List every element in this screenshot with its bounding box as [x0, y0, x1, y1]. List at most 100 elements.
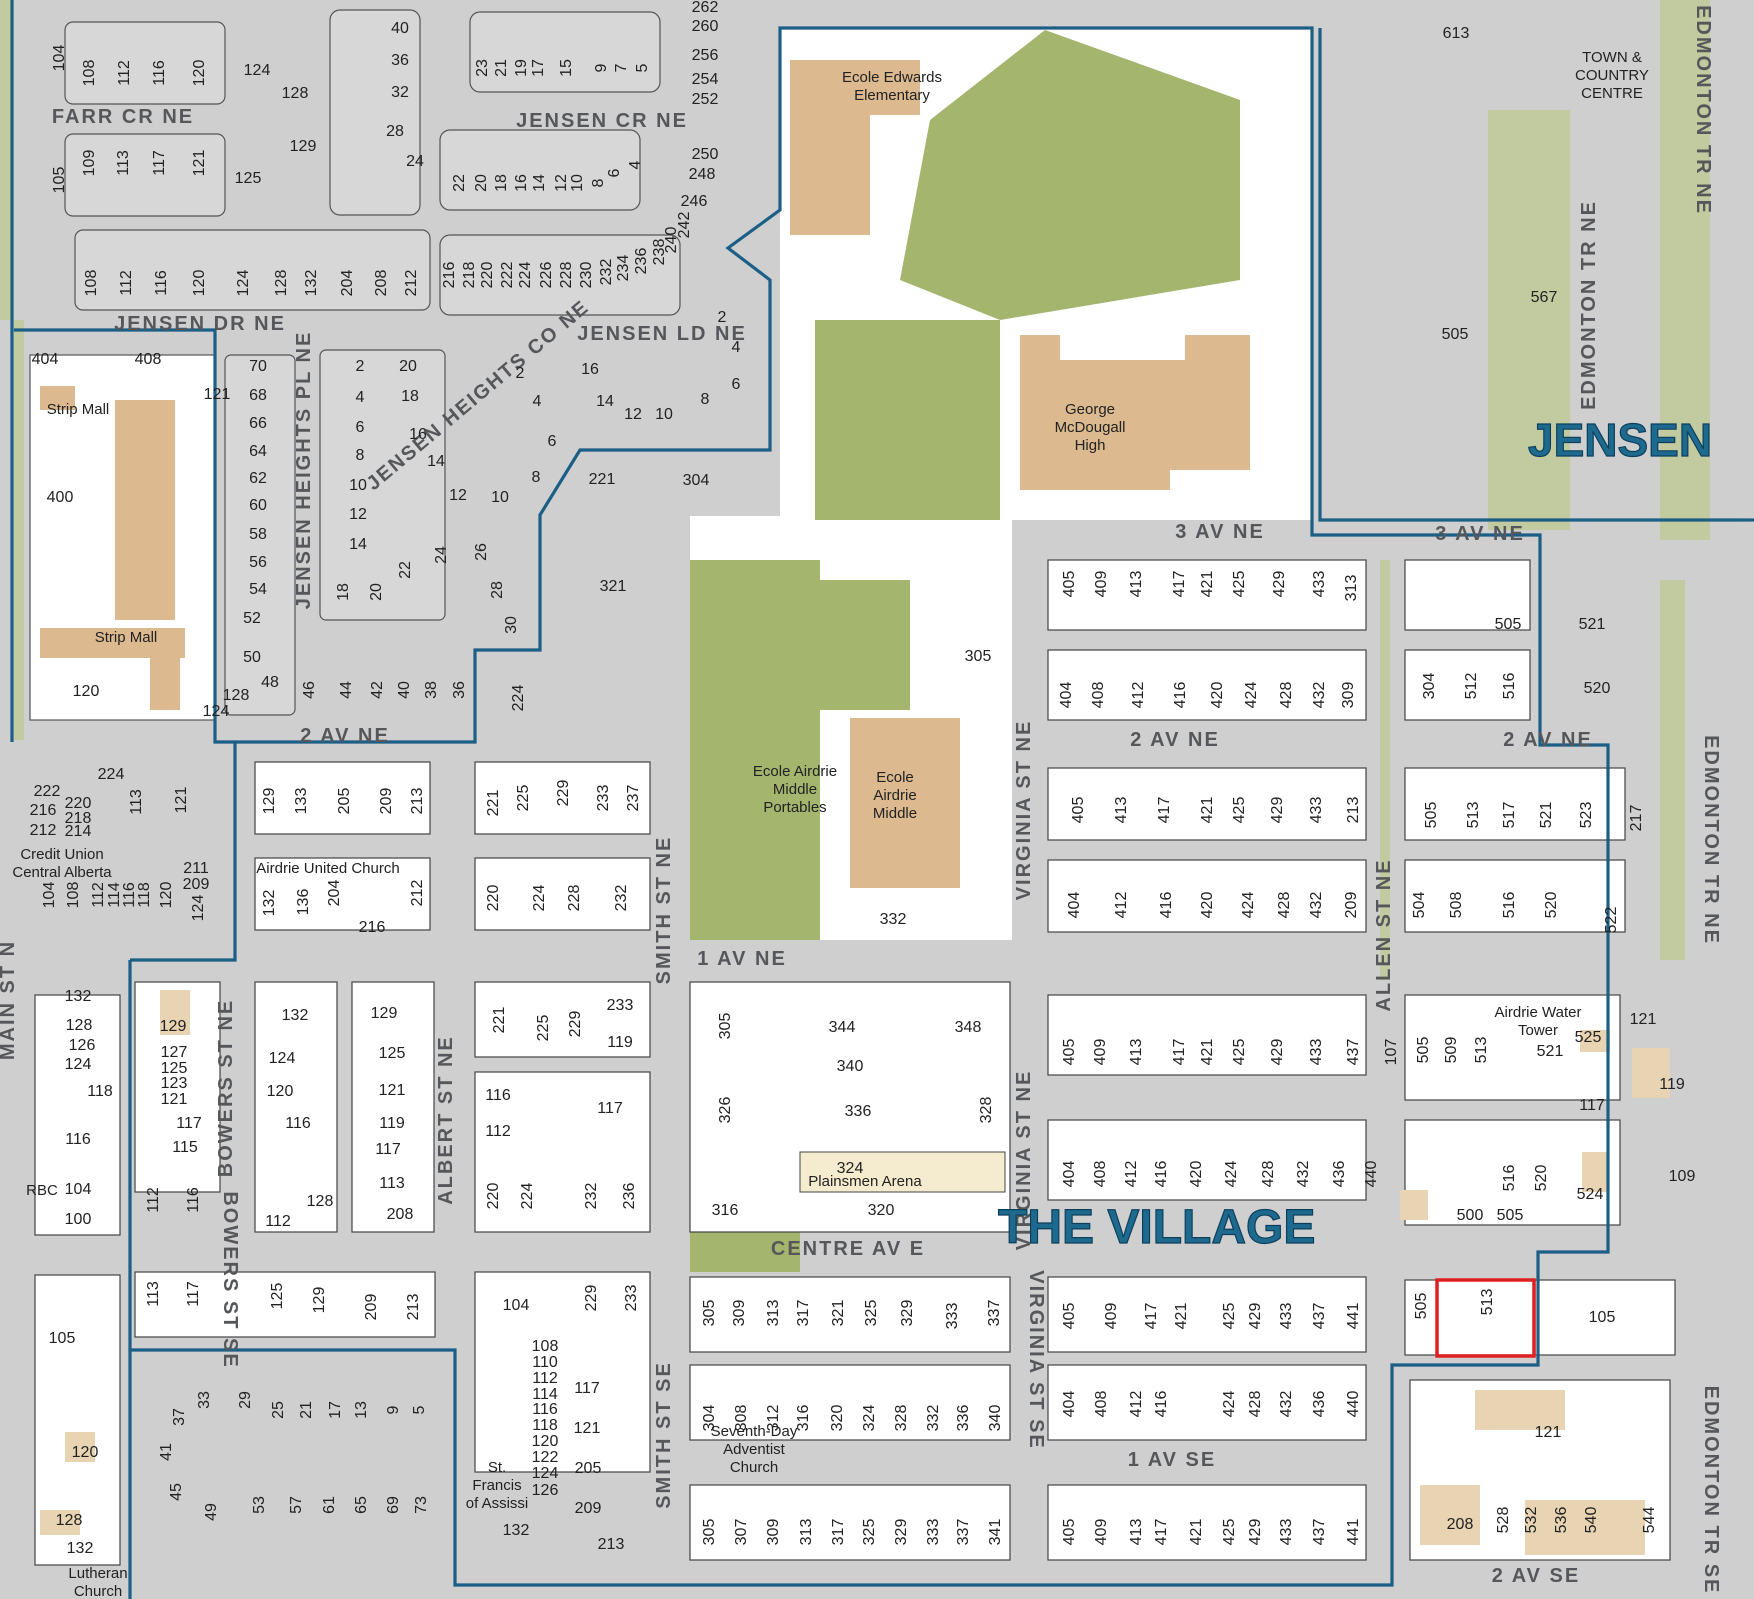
street-label-bowers-st: BOWERS ST NE: [215, 999, 237, 1177]
lot-number: 513: [1473, 1037, 1490, 1064]
lot-number: 132: [67, 1540, 94, 1557]
lot-number: 221: [491, 1007, 508, 1034]
village-blocks: [34, 559, 1676, 1566]
lot-number: 312: [765, 1405, 782, 1432]
lot-number: 432: [1278, 1391, 1295, 1418]
lot-number: 309: [731, 1300, 748, 1327]
residential-blocks: [29, 9, 681, 721]
lot-number: 129: [311, 1287, 328, 1314]
lot-number: 133: [293, 788, 310, 815]
lot-number: 116: [151, 60, 168, 86]
lot-number: 115: [172, 1139, 198, 1156]
lot-number: 409: [1092, 1039, 1109, 1066]
lot-number: 7: [613, 63, 630, 72]
lot-number: 120: [267, 1083, 294, 1100]
lot-number: 222: [34, 783, 61, 800]
lot-number: 429: [1269, 1039, 1286, 1066]
lot-number: 222: [499, 262, 516, 289]
lot-number: 544: [1641, 1507, 1658, 1534]
lot-number: 48: [261, 674, 279, 691]
lot-number: 313: [1343, 575, 1360, 602]
lot-number: 437: [1345, 1039, 1362, 1066]
lot-number: 121: [379, 1082, 406, 1099]
lot-number: 36: [451, 681, 468, 699]
lot-number: 437: [1311, 1303, 1328, 1330]
street-label-2-av-ne: 2 AV NE: [1130, 729, 1220, 751]
lot-number: 420: [1188, 1161, 1205, 1188]
lot-number: 33: [196, 1391, 213, 1409]
lot-number: 64: [249, 443, 267, 460]
lot-number: 232: [613, 885, 630, 912]
lot-number: 44: [338, 681, 355, 699]
street-label-jensen-hts-pl: JENSEN HEIGHTS PL NE: [293, 331, 315, 610]
lot-number: 408: [1092, 1161, 1109, 1188]
lot-number: 416: [1172, 682, 1189, 709]
community-boundaries: [10, 0, 1754, 1599]
lot-number: 416: [1158, 892, 1175, 919]
lot-number: 336: [845, 1103, 872, 1120]
lot-number: 127: [161, 1044, 188, 1061]
lot-number: 408: [135, 351, 162, 368]
lot-number: 441: [1345, 1519, 1362, 1546]
lot-number: 218: [65, 810, 92, 827]
lot-number: 212: [409, 880, 426, 907]
lot-number: 108: [65, 882, 82, 909]
lot-number: 333: [925, 1519, 942, 1546]
lot-number: 220: [485, 1183, 502, 1210]
lot-number: 242: [676, 212, 693, 239]
lot-number: 122: [532, 1449, 559, 1466]
lot-number: 340: [837, 1058, 864, 1075]
lot-number: 521: [1538, 802, 1555, 829]
place-label-line: Lutheran: [68, 1565, 127, 1582]
lot-number: 121: [574, 1420, 601, 1437]
lot-number: 125: [379, 1045, 406, 1062]
lot-number: 36: [391, 52, 409, 69]
lot-number: 417: [1143, 1303, 1160, 1330]
lot-number: 416: [1153, 1391, 1170, 1418]
lot-number: 132: [303, 270, 320, 297]
street-label-centre-av: CENTRE AV E: [771, 1238, 925, 1260]
lot-number: 218: [461, 262, 478, 289]
lot-number: 232: [583, 1183, 600, 1210]
lot-number: 408: [1090, 682, 1107, 709]
lot-number: 211: [183, 860, 209, 877]
lot-number: 225: [535, 1015, 552, 1042]
lot-number: 113: [128, 789, 145, 815]
lot-number: 329: [893, 1519, 910, 1546]
place-label-strip-mall-2: Strip Mall: [95, 629, 158, 646]
lot-number: 220: [479, 262, 496, 289]
place-label-line: RBC: [26, 1182, 58, 1199]
place-label-line: Portables: [763, 799, 826, 816]
lot-number: 117: [151, 150, 168, 176]
lot-number: 117: [1579, 1097, 1605, 1114]
lot-number: 405: [1061, 1303, 1078, 1330]
lot-number: 2: [516, 365, 525, 382]
lot-number: 2: [356, 358, 365, 375]
lot-number: 129: [160, 1018, 187, 1035]
lot-number: 20: [399, 358, 417, 375]
lot-number: 405: [1070, 797, 1087, 824]
selected-parcel[interactable]: [1435, 1278, 1536, 1358]
street-label-allen-st: ALLEN ST NE: [1373, 858, 1395, 1011]
place-label-line: Plainsmen Arena: [808, 1173, 922, 1190]
lot-number: 433: [1308, 797, 1325, 824]
lot-number: 54: [249, 581, 267, 598]
lot-number: 28: [386, 123, 404, 140]
lot-number: 32: [391, 84, 409, 101]
lot-number: 440: [1363, 1161, 1380, 1188]
lot-number: 65: [353, 1496, 370, 1514]
place-label-line: Airdrie: [873, 787, 916, 804]
lot-number: 516: [1501, 892, 1518, 919]
lot-number: 505: [1442, 326, 1469, 343]
lot-number: 433: [1278, 1519, 1295, 1546]
lot-number: 520: [1543, 892, 1560, 919]
lot-number: 120: [72, 1444, 99, 1461]
lot-number: 26: [473, 543, 490, 561]
lot-number: 216: [441, 262, 458, 289]
lot-number: 14: [349, 536, 367, 553]
lot-number: 14: [596, 393, 614, 410]
